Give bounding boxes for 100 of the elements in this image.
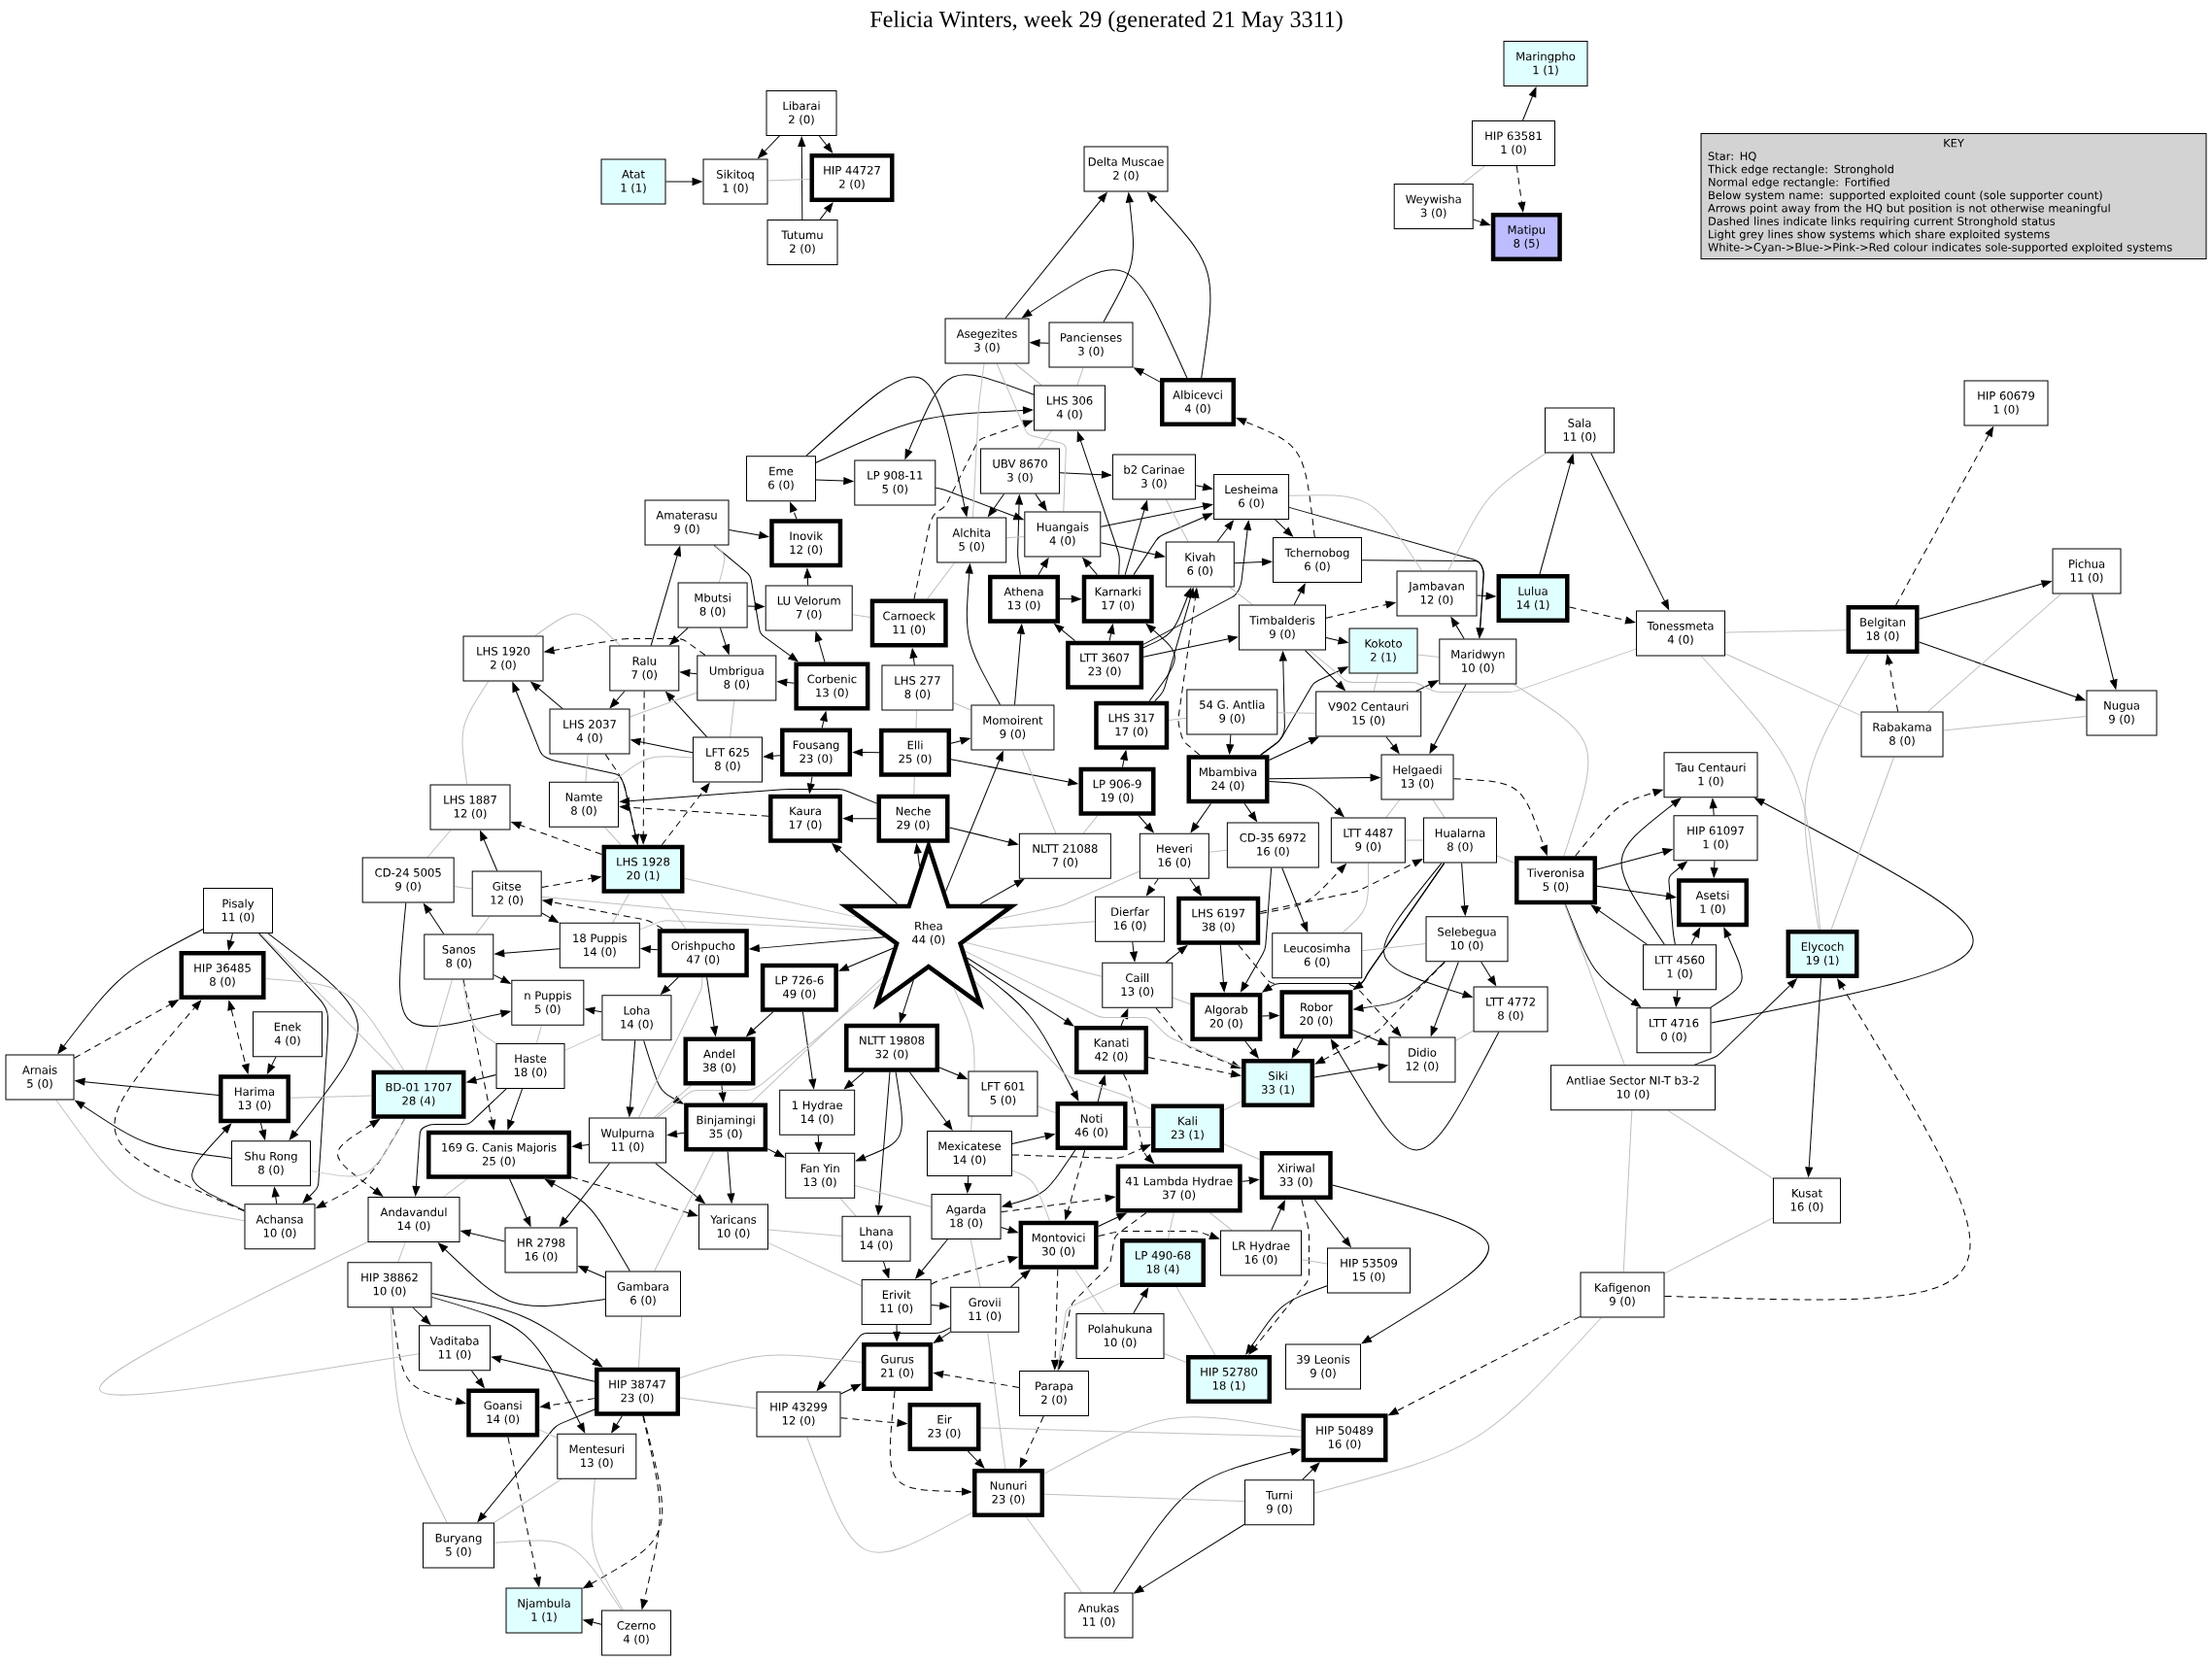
line — [443, 1178, 468, 1198]
arrow — [820, 711, 828, 729]
system-box: 41 Lambda Hydrae 37 (0) — [1115, 1164, 1242, 1213]
line — [564, 1033, 602, 1051]
arrow — [1302, 1462, 1320, 1480]
arrow — [1195, 483, 1213, 492]
arrow — [1304, 650, 1345, 691]
system-box: Algorab 20 (0) — [1190, 992, 1263, 1041]
dashed-arrow — [1259, 864, 1346, 914]
arrow — [271, 1187, 280, 1204]
system-box: Mbutsi 8 (0) — [677, 582, 748, 628]
dashed-arrow — [540, 1398, 596, 1409]
line — [982, 921, 1096, 931]
arrow — [1059, 594, 1081, 603]
arrow — [191, 1123, 245, 1211]
dashed-arrow — [462, 979, 496, 1130]
arrow — [1590, 904, 1649, 945]
system-box: Pisaly 11 (0) — [203, 888, 273, 934]
dashed-arrow — [1248, 1199, 1310, 1355]
arrow — [1330, 1032, 1500, 1151]
line — [997, 870, 1140, 920]
arrow — [1919, 580, 2052, 620]
system-box: Hualarna 8 (0) — [1423, 817, 1497, 864]
arrow — [758, 135, 780, 158]
arrow — [1001, 1226, 1018, 1234]
arrow — [665, 178, 702, 186]
system-box: LFT 625 8 (0) — [692, 736, 763, 783]
arrow — [935, 487, 1024, 521]
arrow — [640, 945, 659, 954]
arrow — [1133, 513, 1213, 576]
system-box: LHS 277 8 (0) — [881, 664, 954, 711]
system-box: Antliae Sector NI-T b3-2 10 (0) — [1550, 1065, 1716, 1111]
line — [1021, 750, 1057, 834]
system-box: Kali 23 (1) — [1150, 1103, 1224, 1153]
system-box: LP 726-6 49 (0) — [760, 963, 838, 1012]
arrow — [643, 1039, 684, 1104]
dashed-arrow — [790, 502, 798, 520]
line — [660, 893, 687, 930]
arrow — [1473, 218, 1490, 226]
arrow — [1693, 978, 1797, 1066]
line — [1667, 1109, 1774, 1179]
arrow — [1269, 736, 1319, 761]
arrow — [1919, 641, 2086, 701]
system-box: Haste 18 (0) — [495, 1042, 565, 1089]
line — [1461, 165, 1485, 185]
arrow — [571, 1141, 590, 1150]
system-box: Polahukuna 10 (0) — [1075, 1312, 1165, 1359]
arrow — [267, 933, 358, 1140]
system-box: Arnais 5 (0) — [5, 1054, 75, 1101]
system-box: Andel 38 (0) — [683, 1036, 756, 1086]
arrow — [1234, 558, 1273, 566]
arrow — [718, 1084, 727, 1102]
line — [99, 1241, 420, 1396]
line — [638, 976, 703, 1118]
system-box: Heveri 16 (0) — [1139, 832, 1209, 879]
line — [1342, 863, 1370, 933]
line — [1385, 799, 1401, 819]
arrow — [1620, 797, 1682, 945]
arrow — [819, 202, 834, 220]
arrow — [1281, 867, 1309, 933]
arrow — [1262, 863, 1446, 993]
system-box: Siki 33 (1) — [1242, 1059, 1315, 1108]
line — [265, 978, 404, 1071]
dashed-arrow — [507, 1436, 541, 1587]
line — [679, 1354, 863, 1379]
dashed-arrow — [1569, 606, 1636, 625]
system-box: Maridwyn 10 (0) — [1439, 638, 1517, 685]
arrow — [57, 928, 204, 1054]
dashed-arrow — [604, 754, 639, 844]
arrow — [661, 976, 679, 995]
arrow — [904, 374, 1035, 459]
arrow — [226, 933, 235, 951]
line — [604, 827, 622, 846]
arrow — [1134, 367, 1161, 383]
arrow — [1142, 520, 1252, 645]
system-box: Huangais 4 (0) — [1024, 511, 1102, 558]
arrow — [719, 627, 731, 655]
system-box: Erivit 11 (0) — [861, 1278, 932, 1325]
arrow — [763, 752, 781, 761]
dashed-arrow — [639, 691, 648, 844]
arrow — [933, 1331, 951, 1343]
arrow — [423, 903, 445, 935]
arrow — [1124, 500, 1148, 576]
system-box: Achansa 10 (0) — [244, 1204, 316, 1250]
dashed-arrow — [619, 803, 769, 817]
system-box: Turni 9 (0) — [1244, 1479, 1314, 1526]
line — [996, 363, 1067, 513]
line — [1830, 757, 1894, 931]
line — [974, 980, 1152, 1110]
arrow — [806, 776, 815, 794]
system-box: Didio 12 (0) — [1388, 1036, 1456, 1083]
arrow — [578, 1266, 606, 1278]
dashed-arrow — [1388, 1315, 1581, 1416]
system-box: NLTT 21088 7 (0) — [1018, 832, 1111, 879]
line — [1175, 1286, 1216, 1356]
line — [1076, 366, 1084, 386]
line — [534, 613, 621, 646]
line — [1724, 653, 1861, 717]
arrow — [746, 1011, 774, 1036]
line — [426, 830, 452, 858]
